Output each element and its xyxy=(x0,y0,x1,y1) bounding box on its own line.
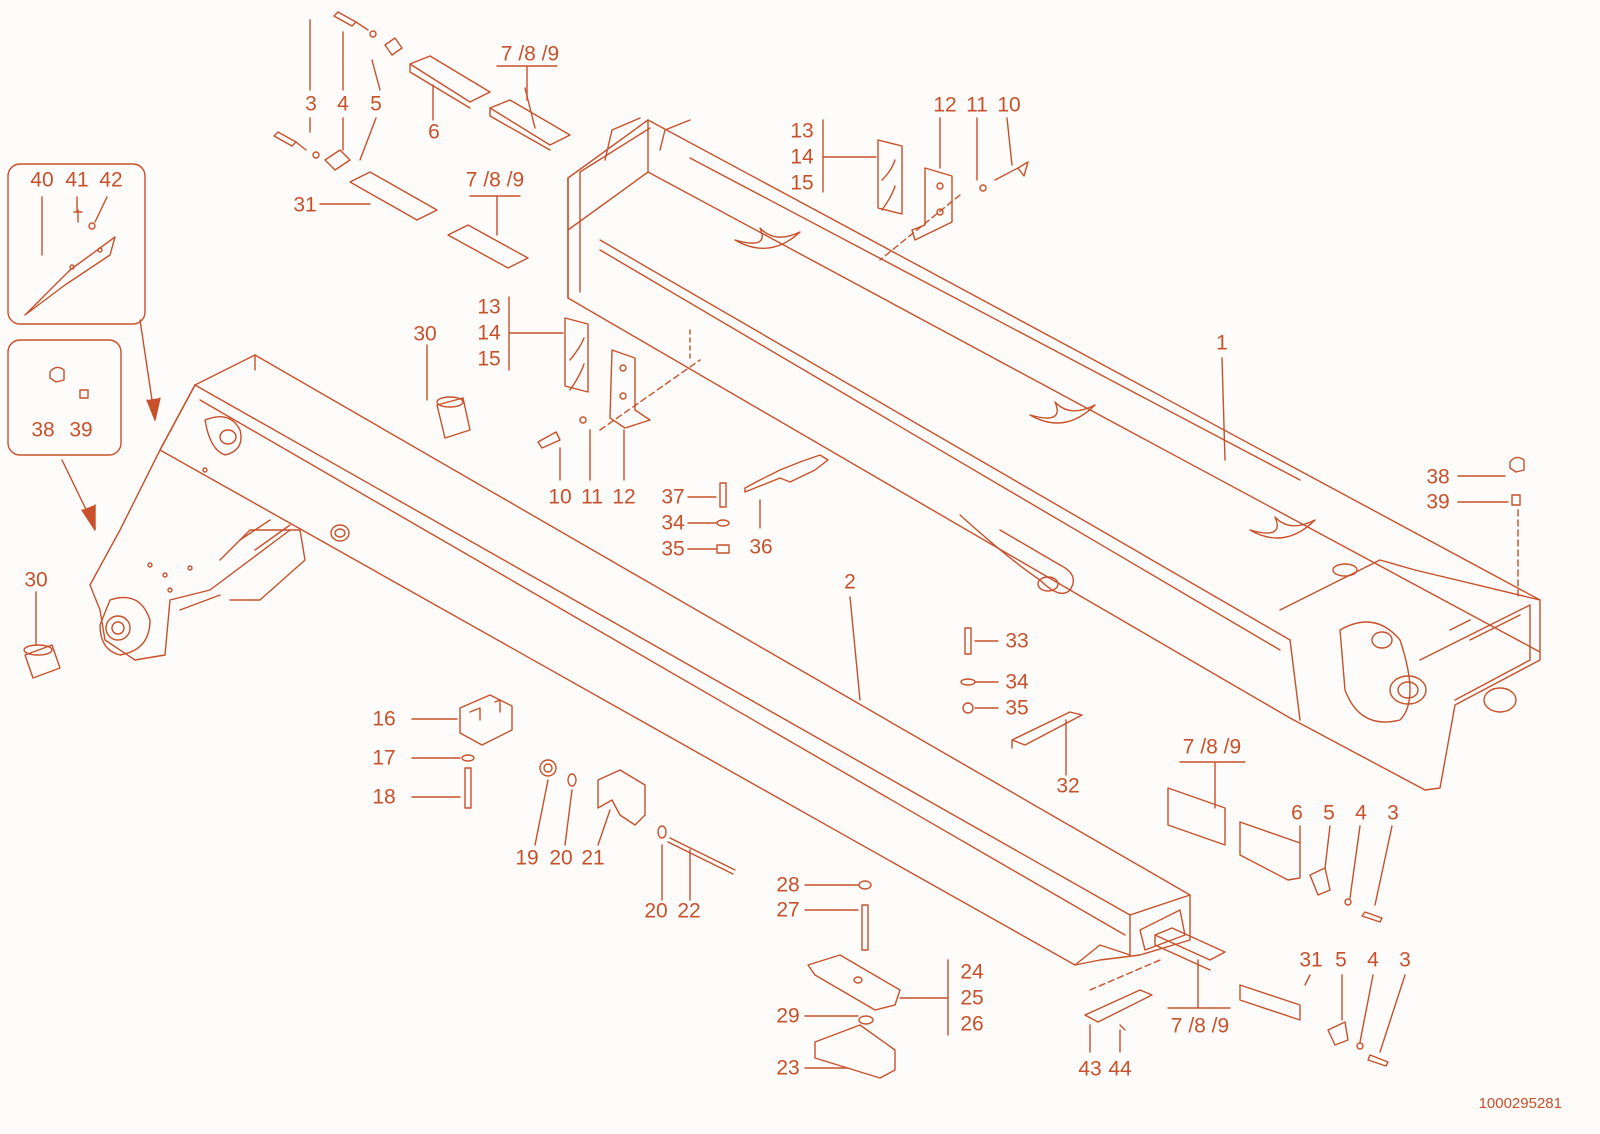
part-label-p10a: 10 xyxy=(997,93,1021,117)
part-label-p40: 40 xyxy=(30,168,54,192)
part-label-p36: 36 xyxy=(749,535,773,559)
part-label-p38a: 38 xyxy=(31,418,55,442)
part-label-p34a: 34 xyxy=(661,511,685,535)
part-label-p13a: 13 xyxy=(790,119,814,143)
part-label-p21: 21 xyxy=(581,846,605,870)
part-label-p39a: 39 xyxy=(69,418,93,442)
part-label-p24: 24 xyxy=(960,960,984,984)
leader-1 xyxy=(1221,357,1226,461)
part-label-p43: 43 xyxy=(1078,1057,1102,1081)
part-label-p30b: 30 xyxy=(24,568,48,592)
clamp-assemblies xyxy=(411,694,736,901)
part-label-p26: 26 xyxy=(960,1012,984,1036)
part-label-p12b: 12 xyxy=(612,485,636,509)
part-label-p2: 2 xyxy=(844,570,856,594)
part-label-p25: 25 xyxy=(960,986,984,1010)
part-label-p11a: 11 xyxy=(966,93,988,117)
part-label-p41: 41 xyxy=(65,168,89,192)
part-label-p31b: 31 xyxy=(1299,948,1323,972)
part-label-p11b: 11 xyxy=(581,485,603,509)
part-label-p31a: 31 xyxy=(293,193,317,217)
hardware-top-left xyxy=(273,11,571,269)
part-label-p15b: 15 xyxy=(477,347,501,371)
part-label-p42: 42 xyxy=(99,168,123,192)
part-label-p19: 19 xyxy=(515,846,539,870)
part-label-p35a: 35 xyxy=(661,537,685,561)
part-label-p44: 44 xyxy=(1108,1057,1132,1081)
part-label-p3a: 3 xyxy=(305,92,317,116)
part-label-p34b: 34 xyxy=(1005,670,1029,694)
grease-fittings-right xyxy=(1457,456,1525,601)
part-label-p6a: 6 xyxy=(428,120,440,144)
part-label-p37: 37 xyxy=(661,485,685,509)
part-label-p13b: 13 xyxy=(477,295,501,319)
part-label-p16: 16 xyxy=(372,707,396,731)
part-label-p27: 27 xyxy=(776,898,800,922)
part-label-p10b: 10 xyxy=(548,485,572,509)
boom-section-2 xyxy=(89,354,1191,966)
part-label-p14b: 14 xyxy=(477,321,501,345)
part-label-p22: 22 xyxy=(677,899,701,923)
part-label-p35b: 35 xyxy=(1005,696,1029,720)
part-label-p5c: 5 xyxy=(1335,948,1347,972)
part-label-p30a: 30 xyxy=(413,322,437,346)
part-label-p4b: 4 xyxy=(1355,801,1367,825)
part-label-p20b: 20 xyxy=(644,899,668,923)
part-label-p789c: 7 /8 /9 xyxy=(1182,735,1242,759)
part-label-p12a: 12 xyxy=(933,93,957,117)
part-label-p4a: 4 xyxy=(337,92,349,116)
part-label-p20a: 20 xyxy=(549,846,573,870)
part-label-p14a: 14 xyxy=(790,145,814,169)
part-label-p789b: 7 /8 /9 xyxy=(465,168,525,192)
part-label-p789d: 7 /8 /9 xyxy=(1170,1014,1230,1038)
part-label-p15a: 15 xyxy=(790,171,814,195)
part-label-p5b: 5 xyxy=(1323,801,1335,825)
boom-section-1 xyxy=(567,117,1541,791)
part-label-p23: 23 xyxy=(776,1056,800,1080)
brackets-upper xyxy=(508,117,1029,481)
part-label-p5a: 5 xyxy=(370,92,382,116)
part-label-p39b: 39 xyxy=(1426,490,1450,514)
part-label-p3b: 3 xyxy=(1387,801,1399,825)
leader-2 xyxy=(849,596,861,701)
plates-and-studs xyxy=(687,454,1083,776)
part-label-p789a: 7 /8 /9 xyxy=(500,42,560,66)
part-label-p33: 33 xyxy=(1005,629,1029,653)
pads-lower xyxy=(804,880,949,1079)
slide-pads-right xyxy=(1084,761,1406,1067)
part-label-p38b: 38 xyxy=(1426,465,1450,489)
part-label-p6b: 6 xyxy=(1291,801,1303,825)
part-label-p29: 29 xyxy=(776,1004,800,1028)
part-label-p3c: 3 xyxy=(1399,948,1411,972)
part-label-p32: 32 xyxy=(1056,774,1080,798)
part-label-p1: 1 xyxy=(1216,331,1228,355)
part-label-p18: 18 xyxy=(372,785,396,809)
part-label-p4c: 4 xyxy=(1367,948,1379,972)
detail-frame-40-42 xyxy=(7,163,161,421)
document-number: 1000295281 xyxy=(1478,1095,1562,1112)
part-label-p28: 28 xyxy=(776,873,800,897)
detail-frame-38-39 xyxy=(7,339,122,531)
part-label-p17: 17 xyxy=(372,746,396,770)
bushings xyxy=(23,344,471,679)
